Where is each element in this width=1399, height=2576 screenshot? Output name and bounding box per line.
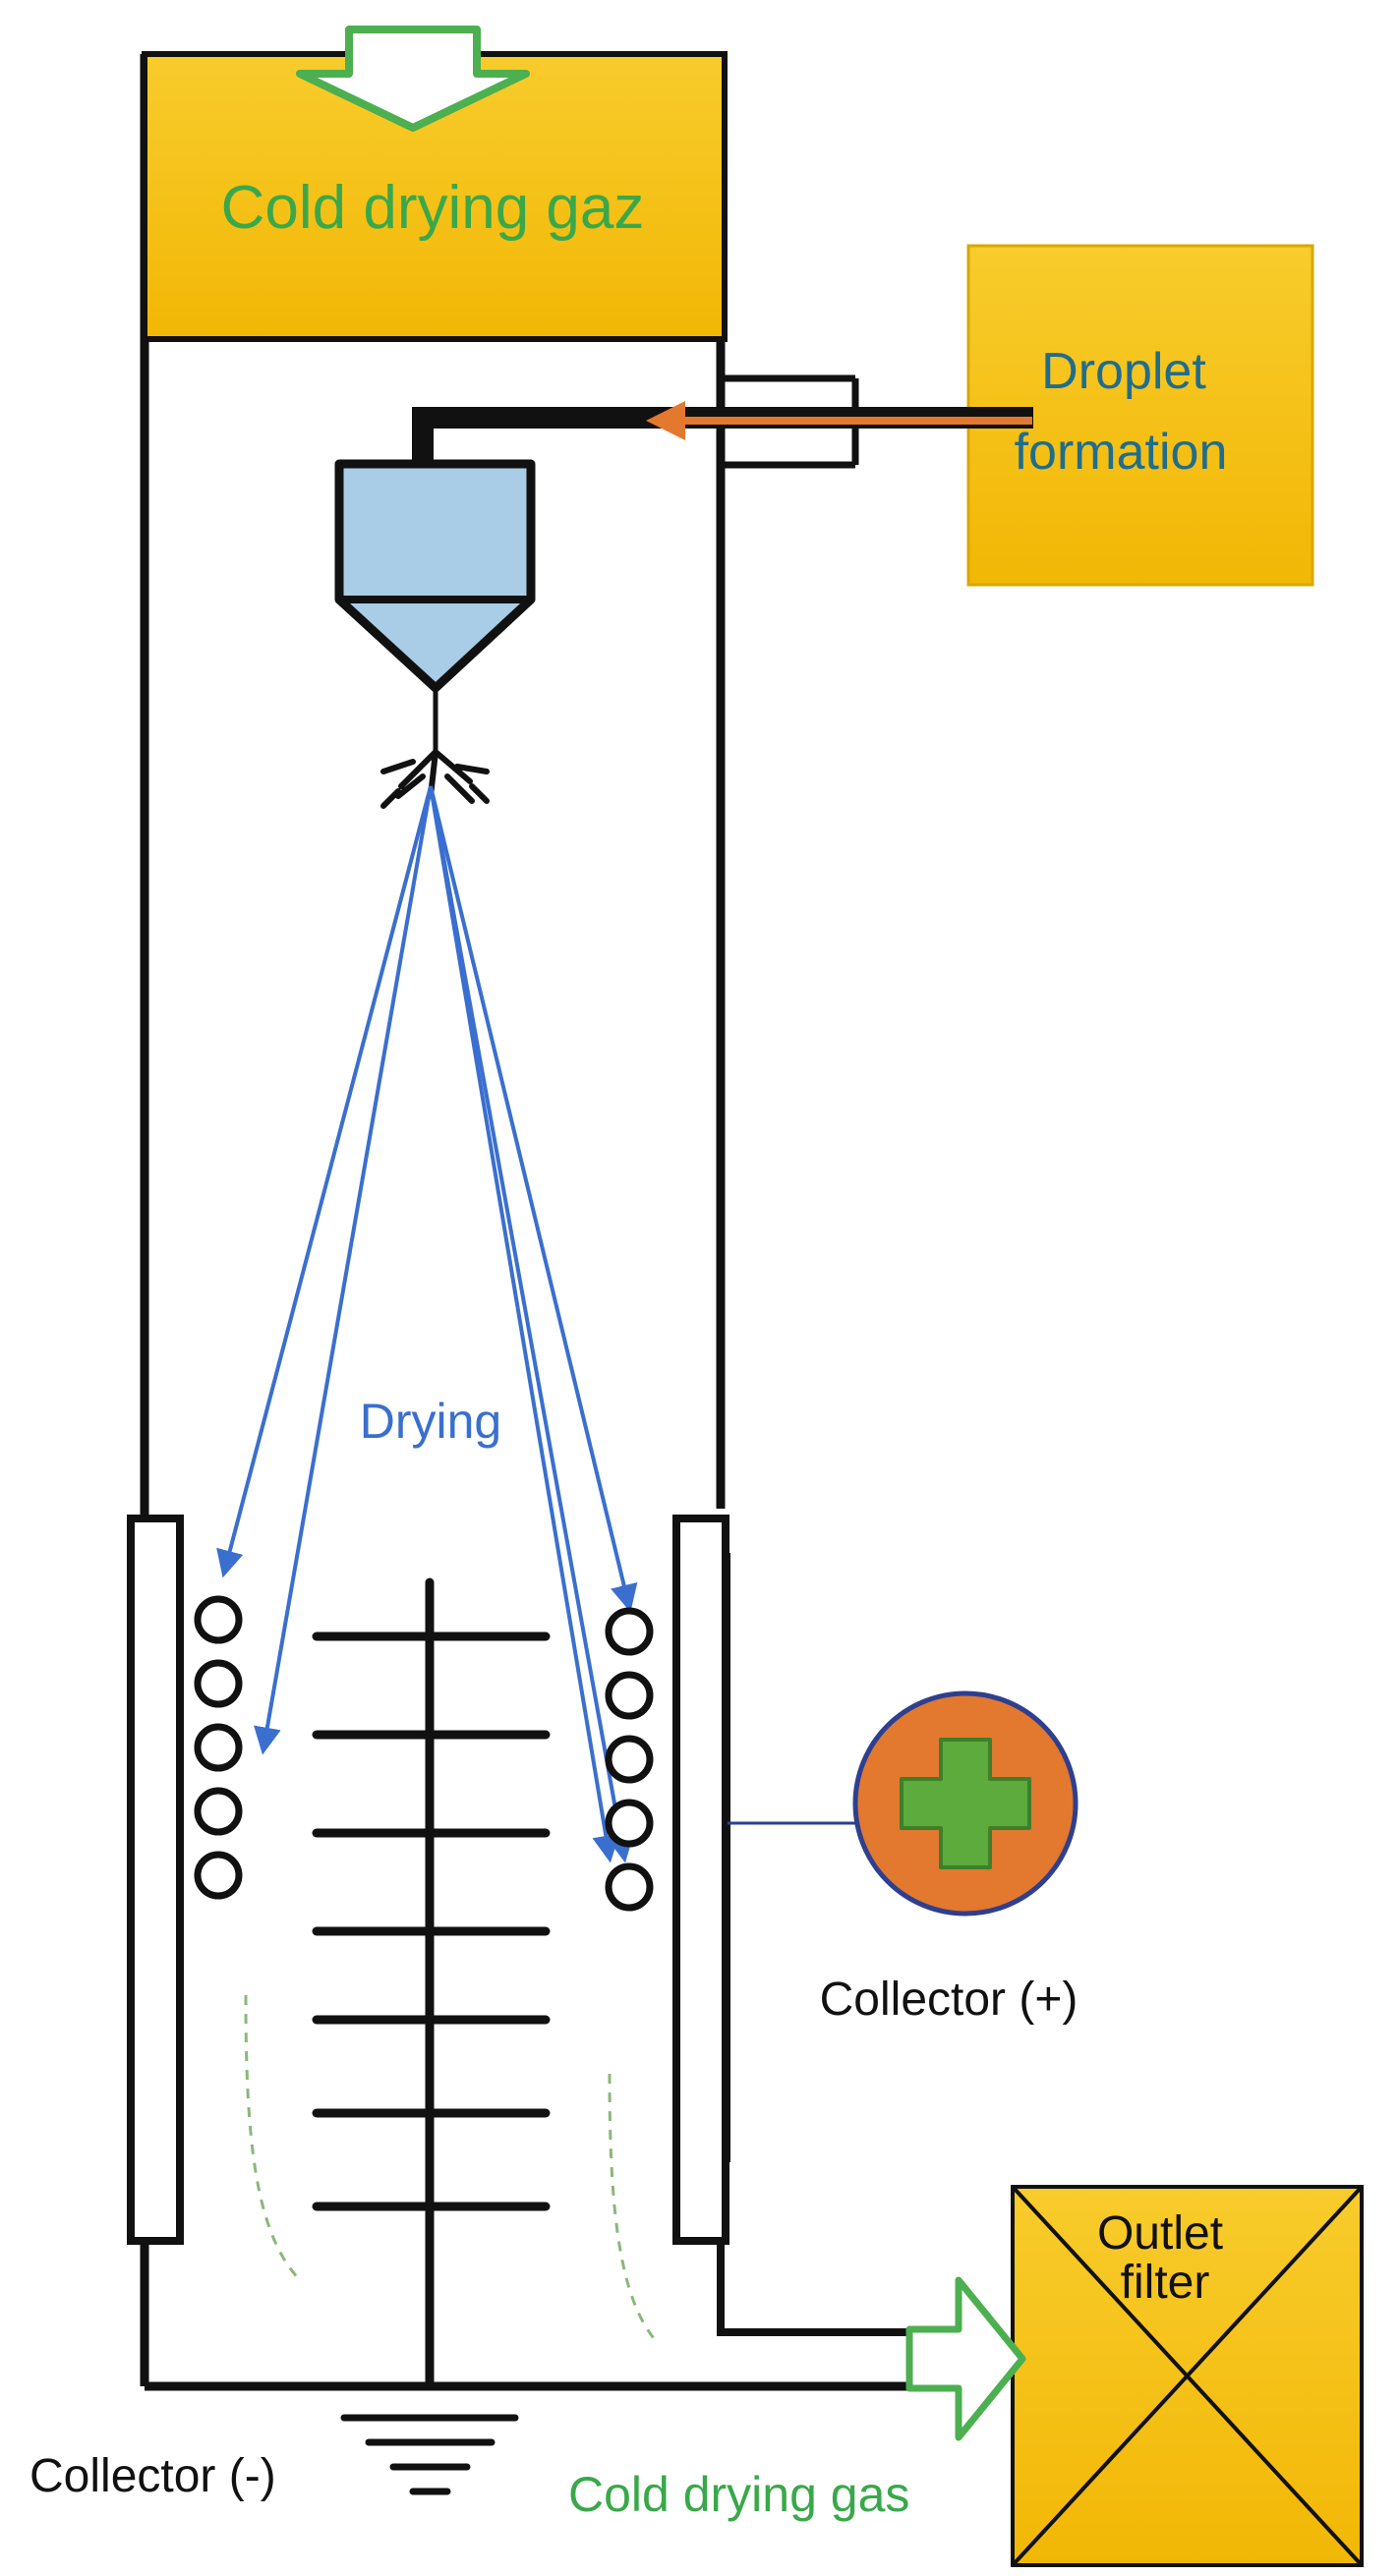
right-jacket — [672, 1515, 729, 2245]
top-gas-label: Cold drying gaz — [221, 174, 645, 242]
down-arrow-icon — [296, 26, 530, 132]
powder-fall — [244, 1994, 661, 2346]
droplet-label-2: formation — [1015, 424, 1228, 481]
coil-icon-right — [605, 1607, 654, 1912]
collector-neg-label: Collector (-) — [29, 2450, 276, 2502]
outlet-label-2: filter — [1121, 2257, 1210, 2309]
spray-arrows — [216, 785, 638, 1863]
bottom-gas-label: Cold drying gas — [568, 2467, 909, 2522]
plus-icon — [852, 1690, 1078, 1917]
coil-icon — [194, 1595, 243, 1900]
droplet-label-1: Droplet — [1041, 343, 1206, 400]
drying-label: Drying — [360, 1394, 501, 1449]
right-arrow-icon — [905, 2276, 1026, 2441]
nozzle-icon — [334, 459, 536, 809]
outlet-duct — [717, 2172, 914, 2336]
cross-icon — [1011, 2185, 1364, 2567]
left-jacket — [127, 1515, 184, 2245]
collector-pos-label: Collector (+) — [820, 1974, 1078, 2026]
ground-icon — [340, 2414, 519, 2495]
inlet-duct — [717, 339, 859, 469]
chamber — [140, 54, 914, 2391]
central-electrode — [312, 1577, 551, 2391]
outlet-label-1: Outlet — [1097, 2207, 1223, 2260]
outlet-filter: Outlet filter — [1011, 2185, 1364, 2567]
